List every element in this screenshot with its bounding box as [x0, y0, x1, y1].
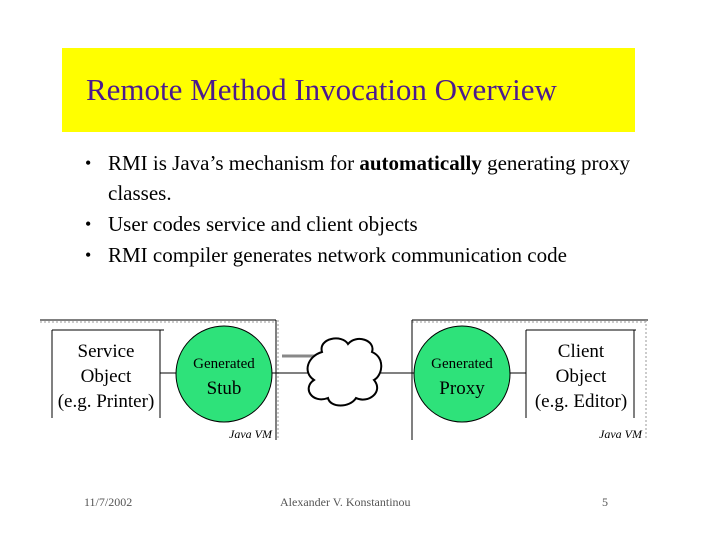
footer-date: 11/7/2002: [84, 495, 133, 509]
network-cloud-icon: [306, 337, 383, 407]
client-object-box: Client Object (e.g. Editor): [525, 329, 636, 418]
stub-line1: Generated: [193, 356, 255, 372]
service-line1: Service: [78, 341, 135, 362]
bullet-bold-text: automatically: [359, 151, 482, 175]
bullet-text: User codes service and client objects: [108, 212, 418, 236]
bullet-dot-icon: •: [85, 245, 92, 265]
service-line2: Object: [81, 366, 132, 387]
title-bar: Remote Method Invocation Overview: [62, 48, 635, 132]
proxy-line1: Generated: [431, 356, 493, 372]
bullet-list: • RMI is Java’s mechanism for automatical…: [82, 148, 642, 271]
service-line3: (e.g. Printer): [58, 391, 155, 412]
stub-node: Generated Stub: [175, 325, 273, 423]
jvm-left-boundary: [40, 319, 279, 440]
rmi-diagram: Service Object (e.g. Printer) Generated …: [40, 319, 648, 441]
jvm-left-label: Java VM: [229, 427, 273, 441]
slide-title: Remote Method Invocation Overview: [86, 72, 557, 107]
jvm-right-label: Java VM: [599, 427, 643, 441]
client-line3: (e.g. Editor): [535, 391, 627, 412]
proxy-node: Generated Proxy: [413, 325, 511, 423]
jvm-right-boundary: [411, 319, 648, 440]
bullet-dot-icon: •: [85, 153, 92, 173]
client-line1: Client: [558, 341, 605, 362]
stub-line2: Stub: [207, 378, 242, 399]
bullet-item: • User codes service and client objects: [82, 209, 642, 239]
footer-page-number: 5: [602, 495, 608, 509]
bullet-text: RMI is Java’s mechanism for: [108, 151, 360, 175]
bullet-item: • RMI compiler generates network communic…: [82, 240, 642, 270]
proxy-line2: Proxy: [439, 378, 485, 399]
service-object-box: Service Object (e.g. Printer): [51, 329, 164, 418]
bullet-text-cont: generating proxy classes.: [108, 151, 630, 205]
footer-author: Alexander V. Konstantinou: [280, 495, 411, 509]
bullet-dot-icon: •: [85, 214, 92, 234]
bullet-text: RMI compiler generates network communica…: [108, 243, 567, 267]
client-line2: Object: [556, 366, 607, 387]
bullet-item: • RMI is Java’s mechanism for automatical…: [82, 148, 642, 208]
